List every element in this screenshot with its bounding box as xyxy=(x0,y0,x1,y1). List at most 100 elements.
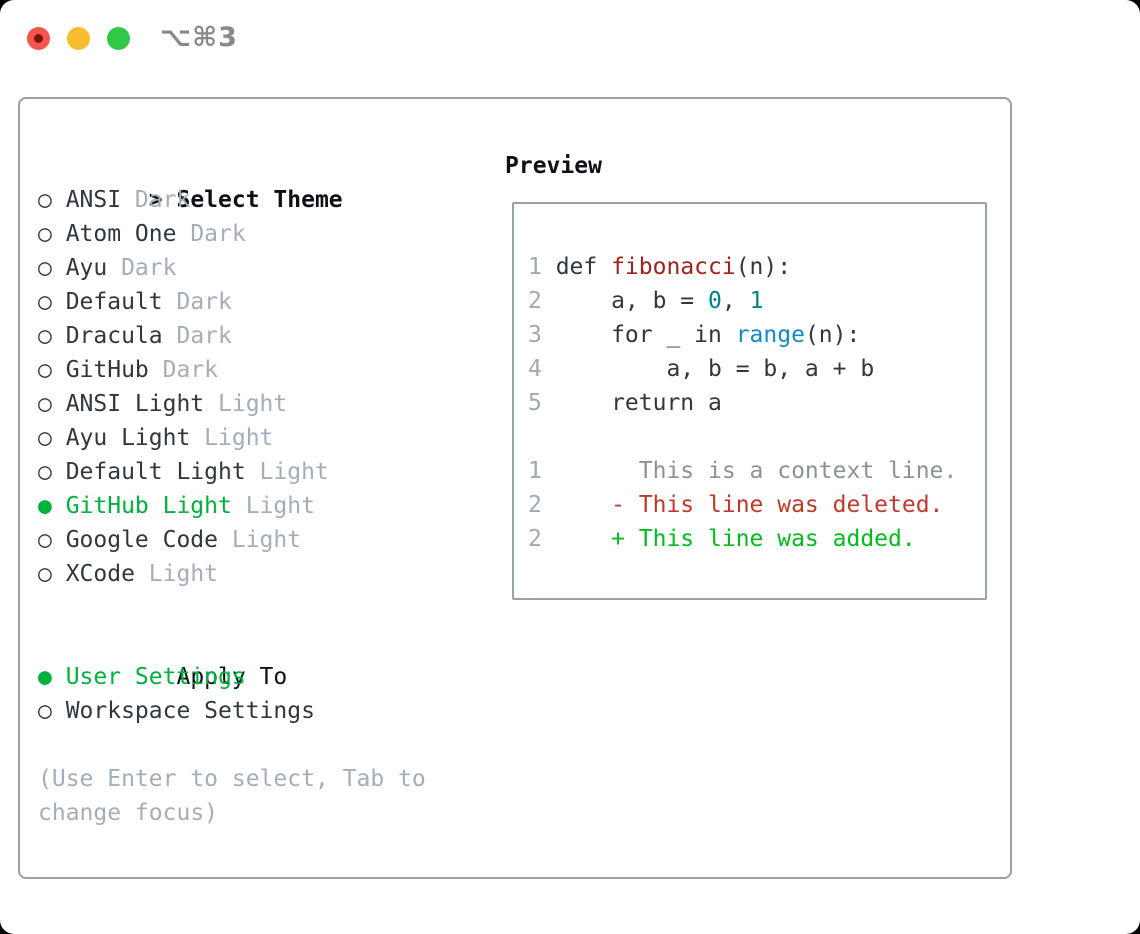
code-line: 4 a, b = b, a + b xyxy=(528,352,985,386)
theme-name: Ayu Light xyxy=(65,425,191,451)
line-number: 1 xyxy=(528,254,542,280)
theme-name: XCode xyxy=(65,561,135,587)
theme-name: GitHub Light xyxy=(65,493,232,519)
code-segment: 1 xyxy=(749,288,764,314)
apply-target-name: Workspace Settings xyxy=(65,698,315,724)
titlebar: ⌥⌘3 xyxy=(27,22,238,53)
radio-icon: ○ xyxy=(38,221,52,247)
radio-icon: ● xyxy=(38,664,52,690)
code-line: 3 for _ in range(n): xyxy=(528,318,985,352)
close-button[interactable] xyxy=(27,26,50,50)
help-text: (Use Enter to select, Tab to change focu… xyxy=(38,766,426,826)
code-line: 2 + This line was added. xyxy=(528,522,985,556)
theme-name: Atom One xyxy=(65,221,177,247)
line-number: 4 xyxy=(528,356,542,382)
code-line: 5 return a xyxy=(528,386,985,420)
theme-variant-tag: Light xyxy=(231,527,302,553)
theme-option[interactable]: ○ ANSI Dark xyxy=(38,183,490,217)
theme-variant-tag: Light xyxy=(245,493,315,519)
theme-option[interactable]: ○ Dracula Dark xyxy=(38,319,490,353)
code-segment: range xyxy=(735,322,805,348)
code-segment: - This line was deleted. xyxy=(555,492,944,518)
theme-name: Dracula xyxy=(65,323,163,349)
theme-option[interactable]: ○ Google Code Light xyxy=(38,523,490,557)
line-number: 5 xyxy=(528,390,542,416)
theme-option[interactable]: ○ ANSI Light Light xyxy=(38,387,490,421)
theme-variant-tag: Dark xyxy=(121,255,177,281)
code-segment: a, b = b, a + b xyxy=(555,356,875,382)
apply-target-name: User Settings xyxy=(65,664,246,690)
theme-name: Google Code xyxy=(65,527,219,553)
radio-icon: ○ xyxy=(38,289,52,315)
theme-name: ANSI xyxy=(65,187,122,213)
theme-option[interactable]: ○ Default Light Light xyxy=(38,455,490,489)
theme-option[interactable]: ● GitHub Light Light xyxy=(38,489,490,523)
radio-icon: ○ xyxy=(38,459,52,485)
select-theme-header: > Select Theme xyxy=(38,149,490,213)
code-segment: fibonacci xyxy=(611,254,736,280)
apply-to-options: ● User Settings ○ Workspace Settings xyxy=(38,660,490,728)
code-segment: + This line was added. xyxy=(555,526,916,552)
theme-variant-tag: Light xyxy=(148,561,219,587)
theme-variant-tag: Dark xyxy=(176,289,232,315)
code-segment: This is a context line. xyxy=(555,458,958,484)
radio-icon: ○ xyxy=(38,357,52,383)
caret-icon: > xyxy=(148,187,163,213)
radio-icon: ○ xyxy=(38,323,52,349)
theme-variant-tag: Light xyxy=(218,391,288,417)
preview-header: Preview xyxy=(505,153,602,179)
line-number: 2 xyxy=(528,288,542,314)
code-line: 2 - This line was deleted. xyxy=(528,488,985,522)
minimize-button[interactable] xyxy=(67,26,90,50)
line-number: 3 xyxy=(528,322,542,348)
radio-icon: ○ xyxy=(38,698,52,724)
traffic-lights xyxy=(27,26,130,50)
code-segment: 0 xyxy=(708,288,722,314)
code-line: 1 This is a context line. xyxy=(528,454,985,488)
theme-variant-tag: Light xyxy=(259,459,329,485)
theme-option[interactable]: ○ GitHub Dark xyxy=(38,353,490,387)
theme-variant-tag: Dark xyxy=(134,187,191,213)
line-number: 2 xyxy=(528,492,542,518)
select-theme-title: Select Theme xyxy=(176,187,343,213)
theme-name: Default Light xyxy=(65,459,246,485)
apply-to-title: Apply To xyxy=(176,664,288,690)
code-line xyxy=(528,420,985,454)
radio-icon: ○ xyxy=(38,187,52,213)
apply-to-option[interactable]: ● User Settings xyxy=(38,660,490,694)
zoom-button[interactable] xyxy=(107,26,130,50)
code-segment: a, b = xyxy=(555,288,709,314)
line-number: 2 xyxy=(528,526,542,552)
theme-name: Default xyxy=(65,289,163,315)
line-number: 1 xyxy=(528,458,542,484)
apply-to-option[interactable]: ○ Workspace Settings xyxy=(38,694,490,728)
theme-name: Ayu xyxy=(65,255,108,281)
theme-option[interactable]: ○ XCode Light xyxy=(38,557,490,591)
code-segment: (n): xyxy=(735,254,792,280)
code-segment: , xyxy=(721,288,750,314)
radio-icon: ● xyxy=(38,493,52,519)
code-segment: for _ in xyxy=(555,322,736,348)
theme-name: ANSI Light xyxy=(65,391,205,417)
radio-icon: ○ xyxy=(38,255,52,281)
radio-icon: ○ xyxy=(38,391,52,417)
code-line: 2 a, b = 0, 1 xyxy=(528,284,985,318)
theme-option[interactable]: ○ Ayu Dark xyxy=(38,251,490,285)
theme-option[interactable]: ○ Default Dark xyxy=(38,285,490,319)
theme-name: GitHub xyxy=(65,357,149,383)
radio-icon: ○ xyxy=(38,527,52,553)
code-segment: (n): xyxy=(804,322,861,348)
apply-to-header: Apply To xyxy=(38,626,490,690)
radio-icon: ○ xyxy=(38,561,52,587)
theme-variant-tag: Dark xyxy=(162,357,219,383)
apply-to-section: Apply To ● User Settings ○ Workspace Settin… xyxy=(38,626,490,728)
window-title: ⌥⌘3 xyxy=(160,22,238,53)
theme-variant-tag: Dark xyxy=(176,323,232,349)
